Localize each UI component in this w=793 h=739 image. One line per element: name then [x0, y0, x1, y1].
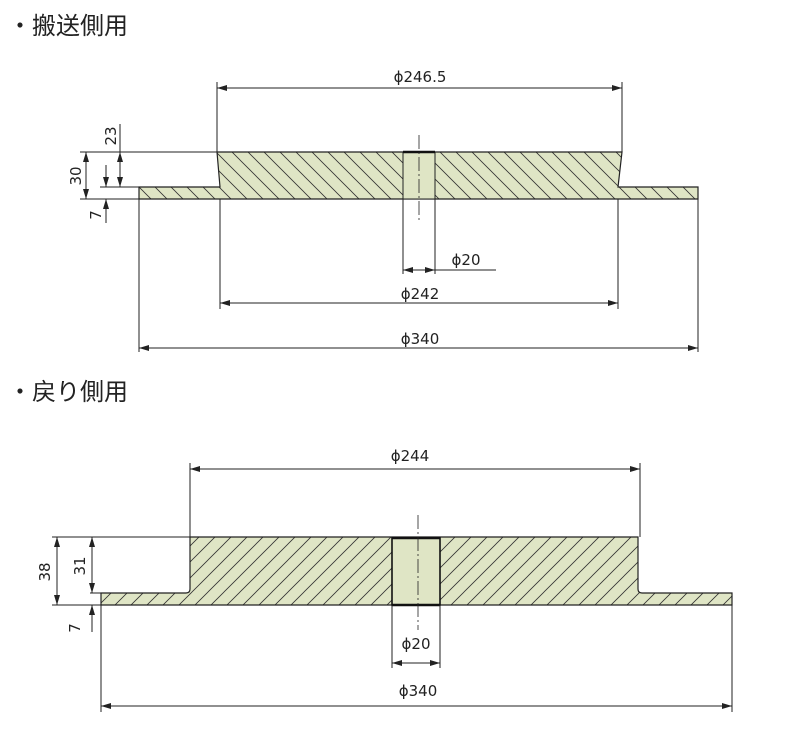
return-side-section: ϕ244 ϕ20 ϕ340 38 31 7	[36, 447, 733, 712]
dim-hub-bottom-diameter: ϕ242	[401, 285, 440, 303]
section-heading-transport: ・搬送側用	[8, 12, 128, 40]
transport-side-section: ϕ246.5 ϕ20 ϕ242 ϕ340 30 23 7	[67, 68, 699, 352]
dim-bore-diameter: ϕ20	[402, 635, 431, 653]
dim-flange-thickness: 7	[66, 623, 84, 633]
dim-outer-diameter: ϕ340	[399, 682, 438, 700]
bore	[391, 537, 441, 606]
dim-hub-height: 23	[102, 126, 120, 145]
section-heading-return: ・戻り側用	[8, 378, 128, 406]
dim-flange-thickness: 7	[87, 210, 105, 220]
dim-total-height: 38	[36, 562, 54, 581]
dim-total-height: 30	[67, 166, 85, 185]
dim-bore-diameter: ϕ20	[452, 251, 481, 269]
dim-top-diameter: ϕ244	[391, 447, 430, 465]
dim-outer-diameter: ϕ340	[401, 330, 440, 348]
dim-hub-height: 31	[71, 556, 89, 575]
dim-top-diameter: ϕ246.5	[394, 68, 447, 86]
